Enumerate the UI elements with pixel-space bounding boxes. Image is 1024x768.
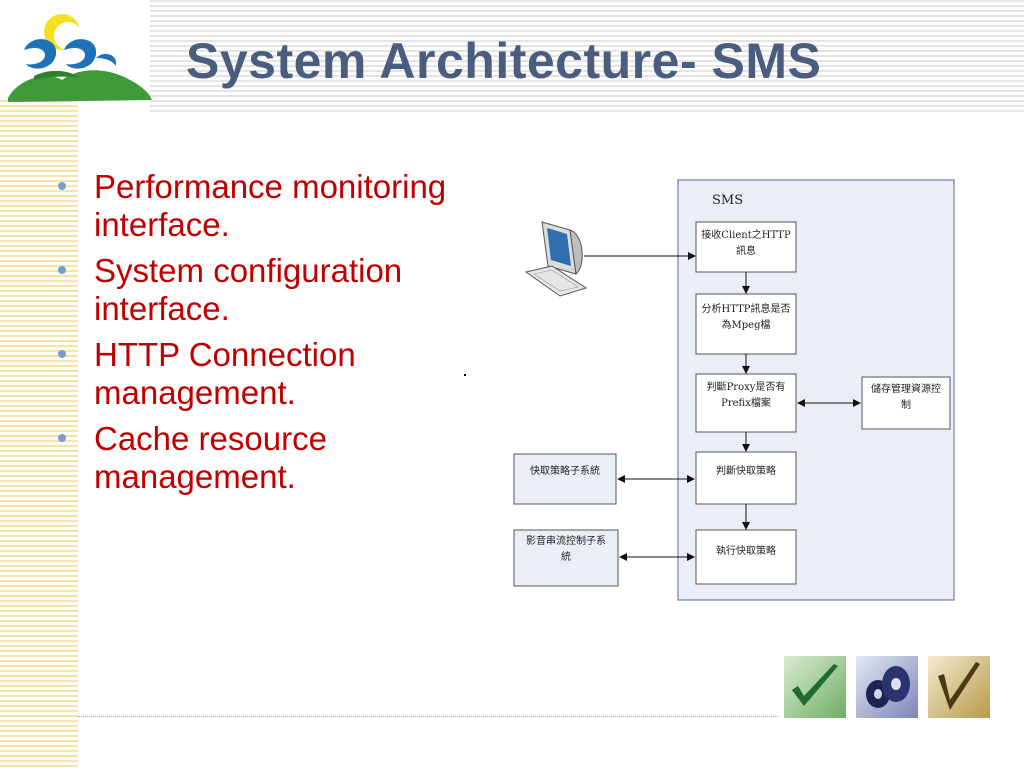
- diagram-arrows: [584, 252, 861, 561]
- box-proxy-line1: 判斷Proxy是否有: [707, 380, 786, 393]
- bullet-dot-icon: [58, 434, 66, 442]
- box-storage-control: 儲存管理資源控 制: [861, 376, 951, 430]
- bullet-text: Cache resource management.: [94, 420, 327, 495]
- box-stream-subsys-line1: 影音串流控制子系: [526, 534, 606, 547]
- blue-disc-icon: [856, 656, 918, 718]
- box-receive-line1: 接收Client之HTTP: [701, 228, 791, 241]
- page-title: System Architecture- SMS: [186, 33, 822, 89]
- gold-check-icon: [928, 656, 990, 718]
- bullet-item: Cache resource management.: [56, 420, 476, 496]
- box-analyze-http: 分析HTTP訊息是否 為Mpeg檔: [695, 293, 797, 355]
- bullet-text: System configuration interface.: [94, 252, 403, 327]
- box-execute-line1: 執行快取策略: [716, 544, 776, 557]
- computer-icon: [524, 221, 588, 297]
- box-cache-policy: 判斷快取策略: [695, 451, 797, 505]
- bullet-item: HTTP Connection management.: [56, 336, 476, 412]
- box-analyze-line2: 為Mpeg檔: [722, 318, 771, 331]
- bullet-text: Performance monitoring interface.: [94, 168, 447, 243]
- box-cache-subsystem: 快取策略子系統: [513, 453, 617, 505]
- logo-icon: [8, 14, 152, 102]
- corner-icon-group: [784, 656, 994, 720]
- box-stream-subsys-line2: 統: [561, 550, 571, 563]
- bullet-dot-icon: [58, 350, 66, 358]
- architecture-diagram: SMS 接收Client之HTTP 訊息 分析HTTP訊息是否 為Mpeg檔 判…: [513, 179, 955, 601]
- box-analyze-line1: 分析HTTP訊息是否: [702, 302, 791, 315]
- box-stream-subsystem: 影音串流控制子系 統: [513, 529, 619, 587]
- footer-divider: [78, 716, 778, 717]
- green-check-icon: [784, 656, 846, 718]
- top-stripe-band: [150, 0, 1024, 112]
- box-storage-line2: 制: [901, 398, 911, 411]
- box-receive-line2: 訊息: [736, 244, 756, 257]
- box-storage-line1: 儲存管理資源控: [871, 382, 941, 395]
- sms-container-label: SMS: [712, 193, 743, 208]
- left-stripe-strip: [0, 100, 78, 768]
- box-proxy-prefix: 判斷Proxy是否有 Prefix檔案: [695, 373, 797, 433]
- bullet-dot-icon: [58, 182, 66, 190]
- bullet-text: HTTP Connection management.: [94, 336, 356, 411]
- bullet-dot-icon: [58, 266, 66, 274]
- stray-dot: [464, 374, 466, 376]
- bullet-list: Performance monitoring interface. System…: [56, 168, 476, 504]
- bullet-item: System configuration interface.: [56, 252, 476, 328]
- box-execute-policy: 執行快取策略: [695, 529, 797, 585]
- box-receive-http: 接收Client之HTTP 訊息: [695, 221, 797, 273]
- box-cache-policy-line1: 判斷快取策略: [716, 464, 776, 477]
- box-proxy-line2: Prefix檔案: [721, 396, 771, 409]
- bullet-item: Performance monitoring interface.: [56, 168, 476, 244]
- box-cache-subsys-line1: 快取策略子系統: [530, 464, 600, 477]
